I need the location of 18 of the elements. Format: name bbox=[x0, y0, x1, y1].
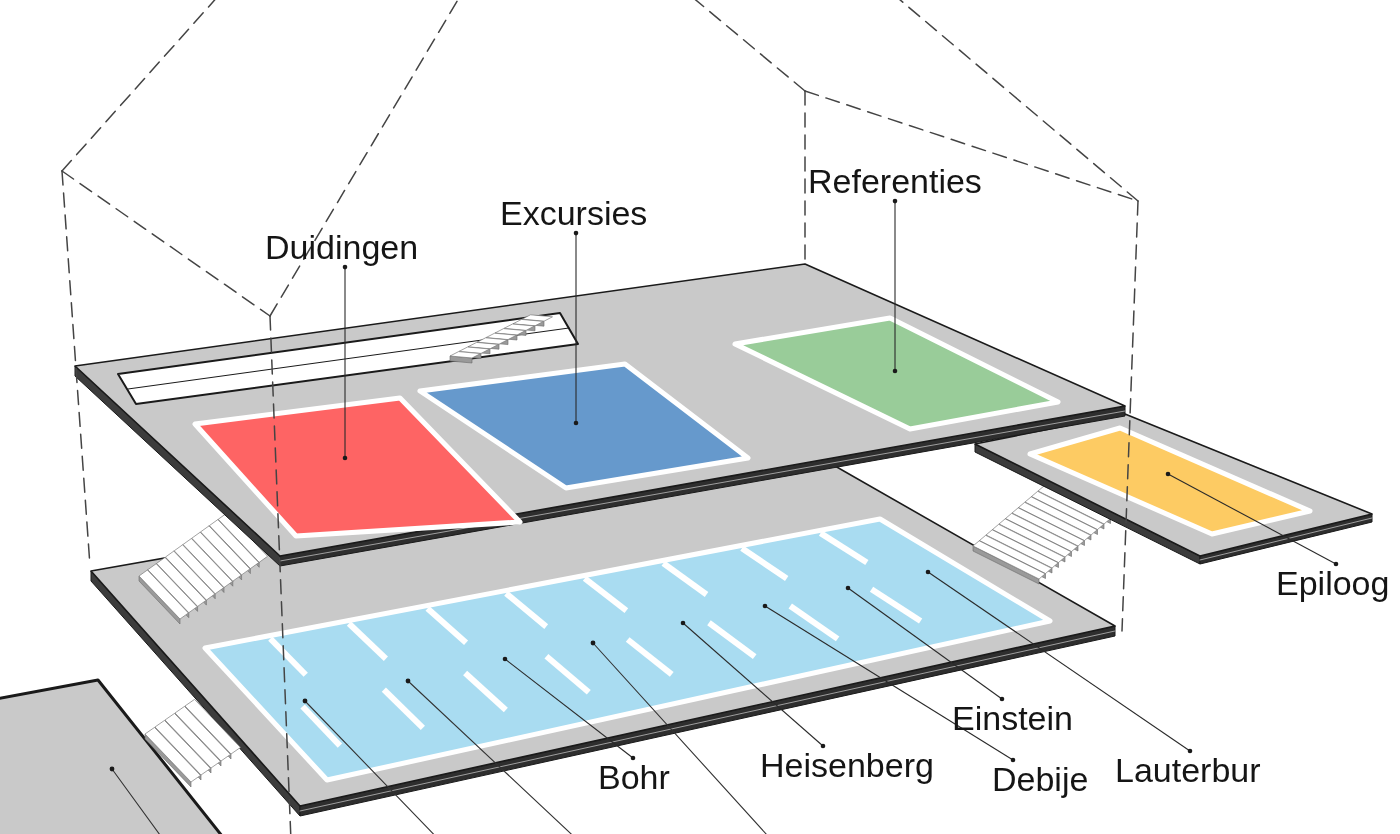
room-label: Bohr bbox=[598, 758, 670, 798]
room-label: Referenties bbox=[808, 162, 982, 202]
room-label: Lauterbur bbox=[1115, 751, 1261, 791]
room-label: Epiloog bbox=[1276, 564, 1390, 604]
leader-line bbox=[892, 198, 898, 374]
leader-line bbox=[925, 569, 1193, 754]
leader-line bbox=[1165, 471, 1339, 567]
leader-line bbox=[502, 656, 636, 761]
leader-line bbox=[342, 264, 348, 461]
room-label: Einstein bbox=[952, 699, 1073, 739]
leader-line bbox=[573, 230, 579, 426]
room-label: Excursies bbox=[500, 194, 648, 234]
room-label: Heisenberg bbox=[760, 746, 934, 786]
leader-line bbox=[680, 620, 826, 749]
leader-line bbox=[762, 603, 1016, 763]
room-label: Duidingen bbox=[265, 228, 419, 268]
room-label: Debije bbox=[992, 760, 1089, 800]
leader-line bbox=[845, 585, 1005, 702]
